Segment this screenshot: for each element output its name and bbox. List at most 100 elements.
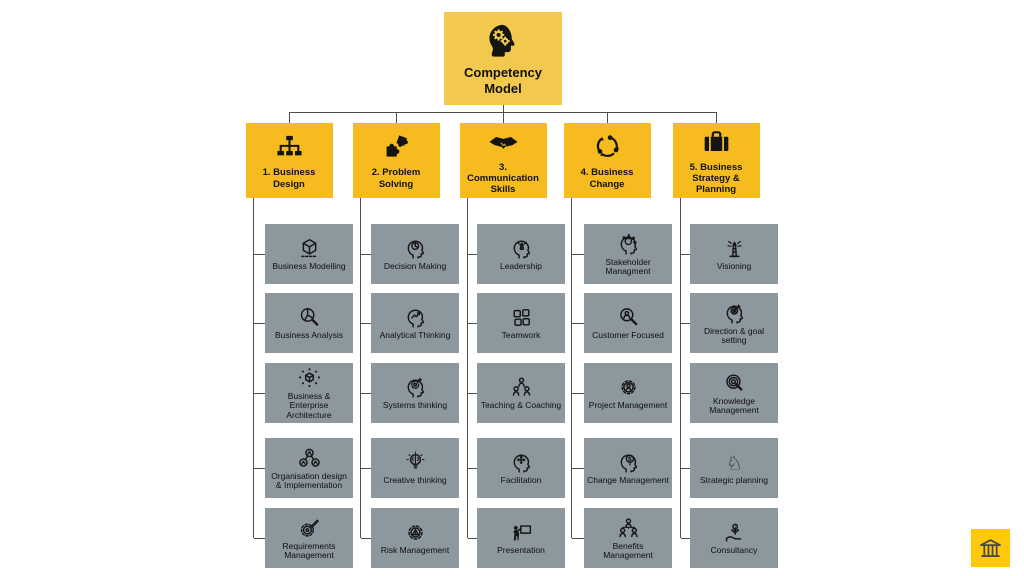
head-lighthouse-icon xyxy=(509,236,534,261)
skill-box-customer-focused: Customer Focused xyxy=(584,293,672,353)
skill-stub-line xyxy=(253,322,265,324)
head-pie-icon xyxy=(403,236,428,261)
skill-box-business-modelling: Business Modelling xyxy=(265,224,353,284)
column-trunk-line-3 xyxy=(467,198,468,538)
chess-knight-icon xyxy=(722,450,747,475)
skill-box-risk-management: Risk Management xyxy=(371,508,459,568)
skill-stub-line xyxy=(680,253,690,255)
skill-box-direction-goal-setting: Direction & goal setting xyxy=(690,293,778,353)
skill-stub-line xyxy=(680,467,690,469)
category-drop-line-5 xyxy=(715,112,717,123)
skill-label: Organisation design & Implementation xyxy=(271,470,347,490)
head-dollar-icon xyxy=(616,450,641,475)
skill-label: Benefits Management xyxy=(603,540,653,560)
skill-box-teaching-coaching: Teaching & Coaching xyxy=(477,363,565,423)
skill-stub-line xyxy=(253,467,265,469)
skill-box-teamwork: Teamwork xyxy=(477,293,565,353)
root-title: Competency Model xyxy=(463,64,543,96)
skill-label: Business & Enterprise Architecture xyxy=(286,390,332,420)
skill-label: Facilitation xyxy=(500,475,542,486)
skill-box-benefits-management: Benefits Management xyxy=(584,508,672,568)
skill-box-creative-thinking: Creative thinking xyxy=(371,438,459,498)
head-target-icon xyxy=(722,301,747,326)
cycle-arrows-icon xyxy=(591,131,624,164)
skill-label: Business Analysis xyxy=(274,330,344,341)
skill-box-knowledge-management: Knowledge Management xyxy=(690,363,778,423)
skill-label: Customer Focused xyxy=(592,330,664,341)
category-label: 3. Communication Skills xyxy=(467,161,539,196)
skill-label: Visioning xyxy=(716,261,752,272)
gear-pencil-icon xyxy=(297,516,322,541)
skill-box-facilitation: Facilitation xyxy=(477,438,565,498)
root-node: Competency Model xyxy=(444,12,562,105)
skill-label: Business Modelling xyxy=(272,261,346,272)
head-trend-icon xyxy=(403,305,428,330)
column-trunk-line-4 xyxy=(571,198,572,538)
skill-label: Direction & goal setting xyxy=(703,325,764,345)
category-drop-line-2 xyxy=(395,112,397,123)
skill-box-systems-thinking: Systems thinking xyxy=(371,363,459,423)
people-circles-icon xyxy=(297,446,322,471)
head-radiate-icon xyxy=(616,232,641,257)
skill-label: Project Management xyxy=(588,400,668,411)
skill-stub-line xyxy=(360,467,371,469)
skill-stub-line xyxy=(571,253,584,255)
skill-stub-line xyxy=(680,537,690,539)
category-box-5-5-business-strategy-planning: 5. Business Strategy & Planning xyxy=(672,123,760,198)
skill-box-decision-making: Decision Making xyxy=(371,224,459,284)
skill-box-visioning: Visioning xyxy=(690,224,778,284)
briefcase-icon xyxy=(700,126,733,159)
bulb-brain-icon xyxy=(403,450,428,475)
head-gear-icon xyxy=(403,375,428,400)
skill-label: Requirements Management xyxy=(282,540,336,560)
skill-label: Knowledge Management xyxy=(709,395,759,415)
skill-stub-line xyxy=(253,537,265,539)
lighthouse-icon xyxy=(722,236,747,261)
category-box-2-2-problem-solving: 2. Problem Solving xyxy=(352,123,440,198)
skill-box-leadership: Leadership xyxy=(477,224,565,284)
skill-stub-line xyxy=(467,322,477,324)
skill-label: Decision Making xyxy=(383,261,447,272)
skill-stub-line xyxy=(680,392,690,394)
person-magnifier-icon xyxy=(616,305,641,330)
target-magnifier-icon xyxy=(722,371,747,396)
skill-stub-line xyxy=(360,392,371,394)
column-trunk-line-2 xyxy=(360,198,361,538)
skill-box-requirements-management: Requirements Management xyxy=(265,508,353,568)
skill-stub-line xyxy=(467,253,477,255)
skill-stub-line xyxy=(360,253,371,255)
presenter-board-icon xyxy=(509,520,534,545)
column-trunk-line-1 xyxy=(253,198,254,538)
skill-label: Risk Management xyxy=(380,545,450,556)
cube-3d-icon xyxy=(297,236,322,261)
org-hierarchy-icon xyxy=(273,131,306,164)
skill-stub-line xyxy=(467,537,477,539)
skill-stub-line xyxy=(253,253,265,255)
skill-label: Change Management xyxy=(587,475,669,486)
skill-label: Strategic planning xyxy=(699,475,769,486)
skill-box-project-management: Project Management xyxy=(584,363,672,423)
skill-label: Presentation xyxy=(497,545,545,556)
category-label: 5. Business Strategy & Planning xyxy=(689,161,743,196)
skill-stub-line xyxy=(467,392,477,394)
category-box-1-1-business-design: 1. Business Design xyxy=(245,123,333,198)
head-crosshair-icon xyxy=(509,450,534,475)
bank-button[interactable] xyxy=(971,529,1010,567)
skill-box-stakeholder-managment: Stakeholder Managment xyxy=(584,224,672,284)
skill-stub-line xyxy=(571,467,584,469)
skill-label: Creative thinking xyxy=(383,475,447,486)
skill-stub-line xyxy=(680,322,690,324)
category-drop-line-4 xyxy=(606,112,608,123)
skill-label: Teamwork xyxy=(501,330,541,341)
skill-box-business-analysis: Business Analysis xyxy=(265,293,353,353)
skill-stub-line xyxy=(360,322,371,324)
pie-magnifier-icon xyxy=(297,305,322,330)
skill-box-consultancy: Consultancy xyxy=(690,508,778,568)
skill-stub-line xyxy=(571,392,584,394)
people-tree-icon xyxy=(616,516,641,541)
category-label: 2. Problem Solving xyxy=(371,167,421,190)
category-drop-line-3 xyxy=(502,112,504,123)
skill-label: Teaching & Coaching xyxy=(480,400,562,411)
gear-warning-icon xyxy=(403,520,428,545)
